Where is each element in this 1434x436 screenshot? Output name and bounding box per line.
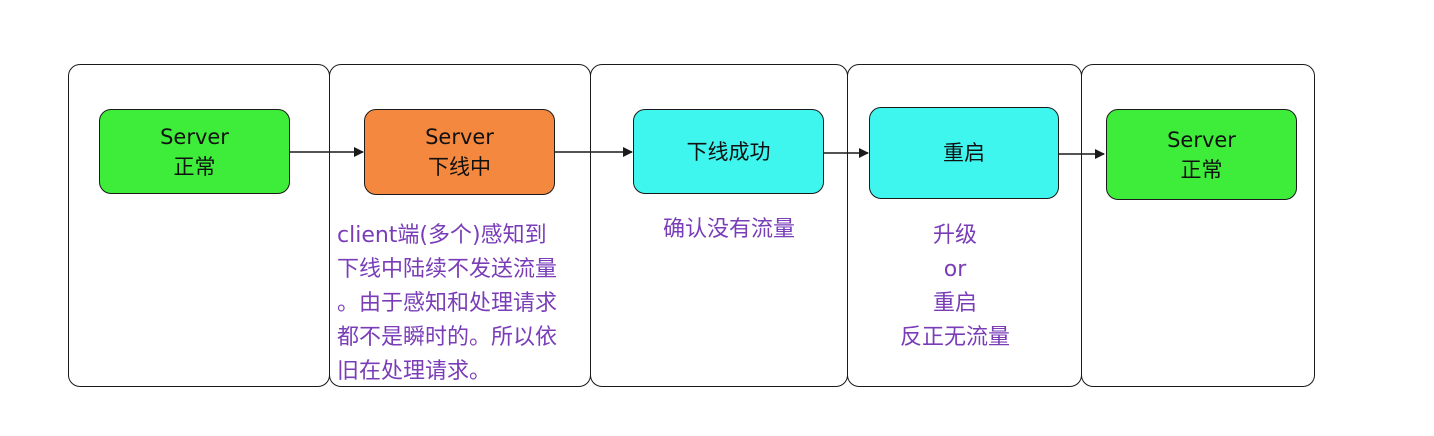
restart-note-line: 升级 [932,223,977,248]
server-normal-again-node: Server 正常 [1106,109,1297,200]
node-label-line2: 下线中 [428,155,491,179]
offline-note: client端(多个)感知到 下线中陆续不发送流量 。由于感知和处理请求 都不是… [337,219,557,389]
node-label-line2: 正常 [173,154,216,179]
offline-note-line: client端(多个)感知到 [337,223,547,248]
restart-note-line: 重启 [932,291,977,316]
restart-note-line: or [943,257,967,282]
node-label-line2: 正常 [1180,157,1223,182]
restart-note: 升级 or 重启 反正无流量 [870,219,1040,355]
restart-node: 重启 [869,107,1059,199]
confirm-note: 确认没有流量 [632,213,826,247]
node-label-line1: Server [160,124,229,149]
node-label-line1: Server [425,125,494,149]
node-label: 重启 [943,141,985,165]
node-label-line1: Server [1167,127,1236,152]
offline-note-line: 。由于感知和处理请求 [337,291,558,316]
server-normal-node: Server 正常 [99,109,290,194]
server-offline-node: Server 下线中 [364,109,555,195]
node-label: 下线成功 [686,139,771,164]
confirm-note-line: 确认没有流量 [662,217,795,242]
offline-note-line: 都不是瞬时的。所以依 [337,325,558,350]
offline-note-line: 下线中陆续不发送流量 [337,257,558,282]
offline-note-line: 旧在处理请求。 [337,359,492,384]
offline-success-node: 下线成功 [633,109,824,194]
restart-note-line: 反正无流量 [899,325,1010,350]
